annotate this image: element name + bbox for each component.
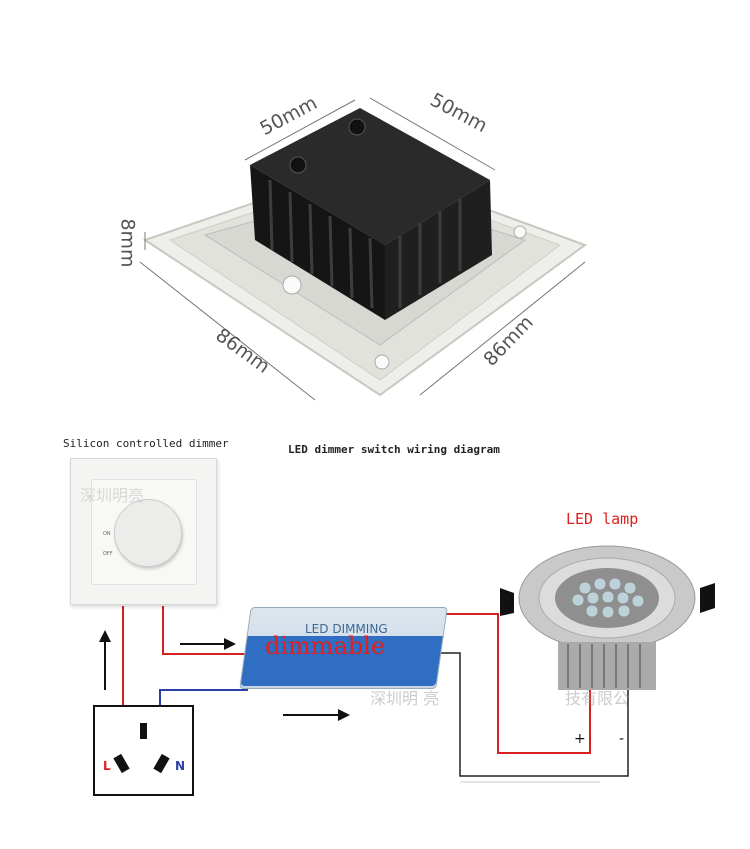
wiring-diagram: LED dimmer switch wiring diagram Silicon… [0,410,750,849]
product-photo: 50mm 50mm 8mm 86mm 86mm [0,0,750,410]
lamp-label: LED lamp [566,510,639,528]
driver-label: LED DIMMING [305,622,388,636]
dimmer-switch[interactable]: ON OFF [70,458,217,605]
polarity-minus: - [619,731,625,747]
dimension-height: 8mm [116,218,139,268]
red-wire-switched [162,606,246,655]
watermark-1: 深圳明亮 [80,486,145,505]
knob-label-off: OFF [103,551,113,557]
black-module-top [250,108,490,245]
dimmer-label: Silicon controlled dimmer [63,437,229,450]
watermark-3: 技有限公 [565,689,630,708]
black-wire-negative [440,652,629,777]
socket-live-slot [113,753,130,774]
watermark-2: 深圳明 亮 [370,689,440,708]
diagram-title: LED dimmer switch wiring diagram [288,443,500,456]
polarity-plus: + [574,731,586,747]
knob-label-on: ON [103,531,111,537]
product-drawing [139,97,588,401]
red-wire-positive [440,613,591,754]
driver-overlay-dimmable: dimmable [265,632,386,660]
led-lamp [500,538,715,703]
socket-neutral-slot [153,753,170,774]
wall-socket [93,705,194,796]
socket-label-n: N [175,759,186,773]
socket-earth-slot [140,723,147,739]
socket-label-l: L [103,759,111,773]
dimmer-knob[interactable] [114,499,182,567]
